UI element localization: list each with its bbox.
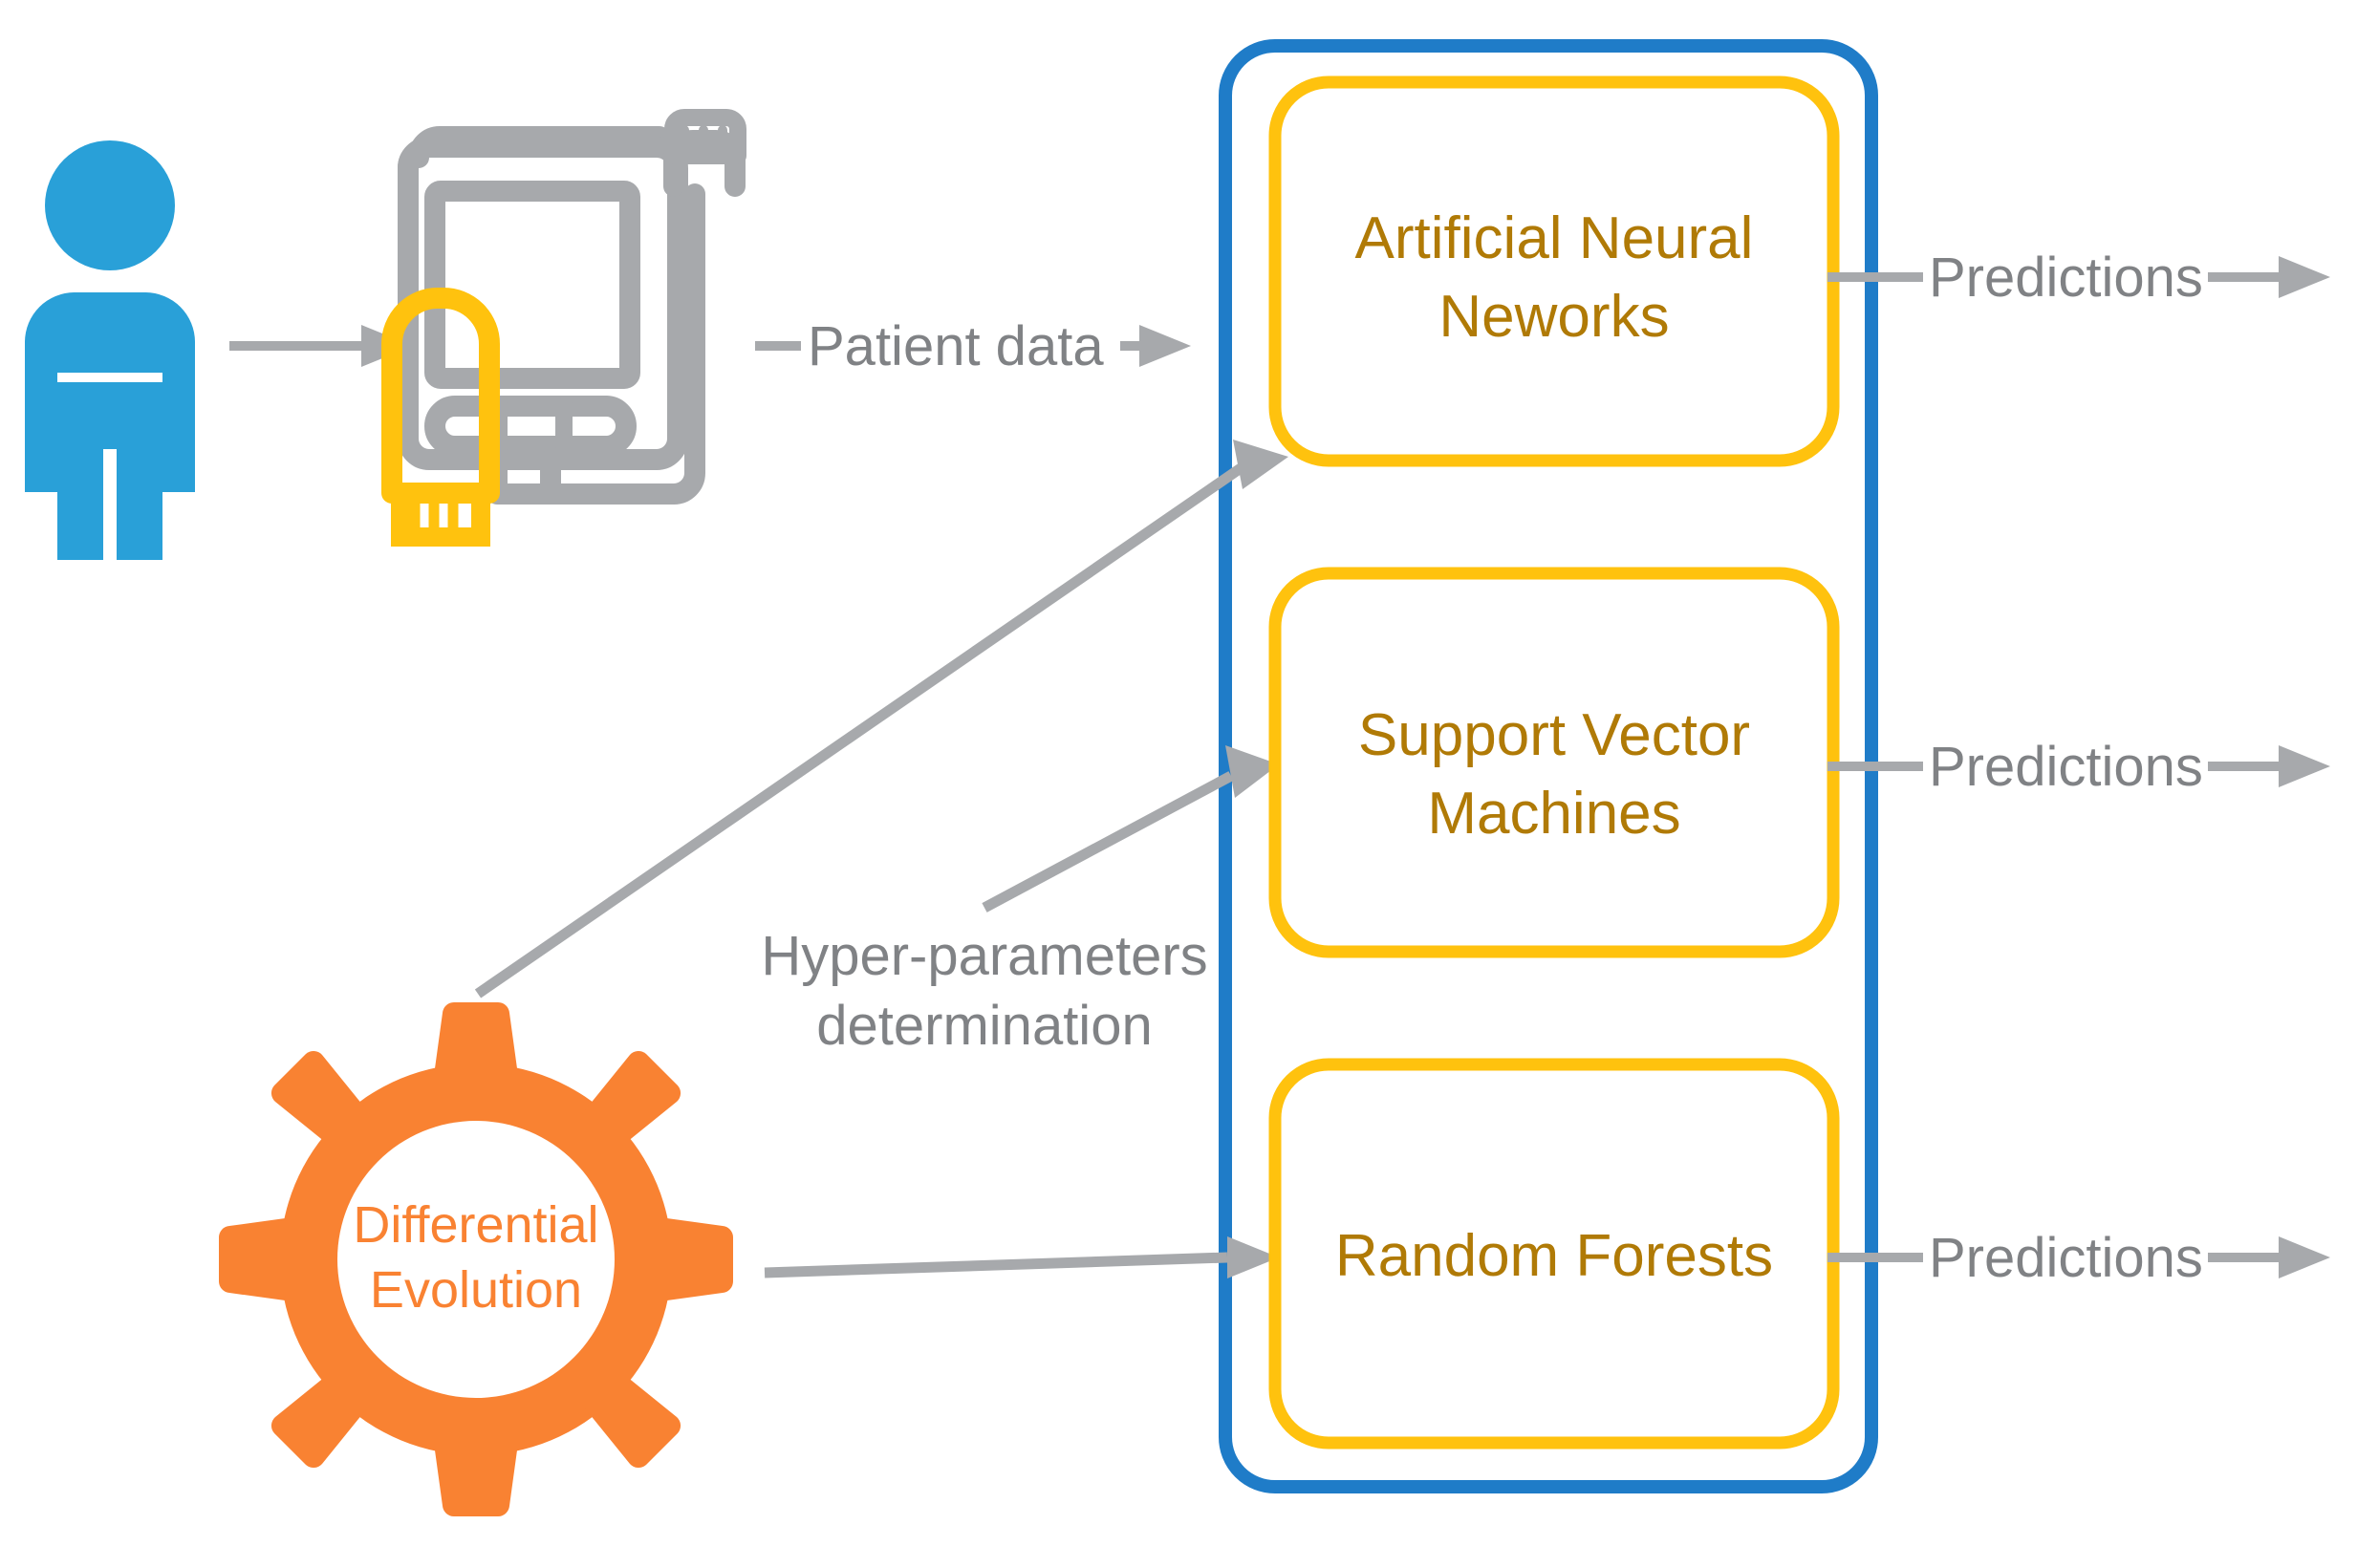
gear-label-line2: Evolution — [370, 1261, 582, 1319]
model-box-ann[interactable]: Artificial Neural Neworks — [1268, 75, 1840, 467]
gear-label-line1: Differential — [353, 1196, 598, 1254]
arrow-predictions-rf: Predictions — [1827, 1227, 2330, 1289]
arrow-device-to-container: Patient data — [755, 315, 1191, 377]
model-box-ann-frame[interactable] — [1268, 75, 1840, 467]
gear-icon: Differential Evolution — [218, 784, 734, 1517]
arrow-gear-to-ann — [474, 440, 1288, 999]
arrow-predictions-ann: Predictions — [1827, 247, 2330, 309]
edge-label-patient-data: Patient data — [808, 315, 1104, 377]
model-box-svm-label-line2: Machines — [1427, 781, 1680, 847]
edge-label-hyperparameters-line1: Hyper-parameters — [761, 925, 1207, 987]
edge-label-predictions-rf: Predictions — [1929, 1227, 2203, 1289]
model-box-ann-label-line2: Neworks — [1438, 284, 1669, 350]
model-box-rf[interactable]: Random Forests — [1268, 1058, 1840, 1450]
model-box-svm-label-line1: Support Vector — [1358, 702, 1750, 768]
edge-label-predictions-svm: Predictions — [1929, 736, 2203, 798]
model-box-ann-label-line1: Artificial Neural — [1355, 205, 1754, 271]
arrow-gear-to-svm — [982, 745, 1279, 913]
edge-label-predictions-ann: Predictions — [1929, 247, 2203, 309]
arrow-gear-to-rf — [764, 1236, 1279, 1278]
edge-label-hyperparameters-line2: determination — [816, 995, 1152, 1057]
usb-sensor-icon — [381, 288, 500, 547]
model-box-svm[interactable]: Support Vector Machines — [1268, 567, 1840, 958]
person-icon — [25, 140, 195, 564]
arrow-predictions-svm: Predictions — [1827, 736, 2330, 798]
model-box-rf-label-line1: Random Forests — [1335, 1223, 1773, 1289]
